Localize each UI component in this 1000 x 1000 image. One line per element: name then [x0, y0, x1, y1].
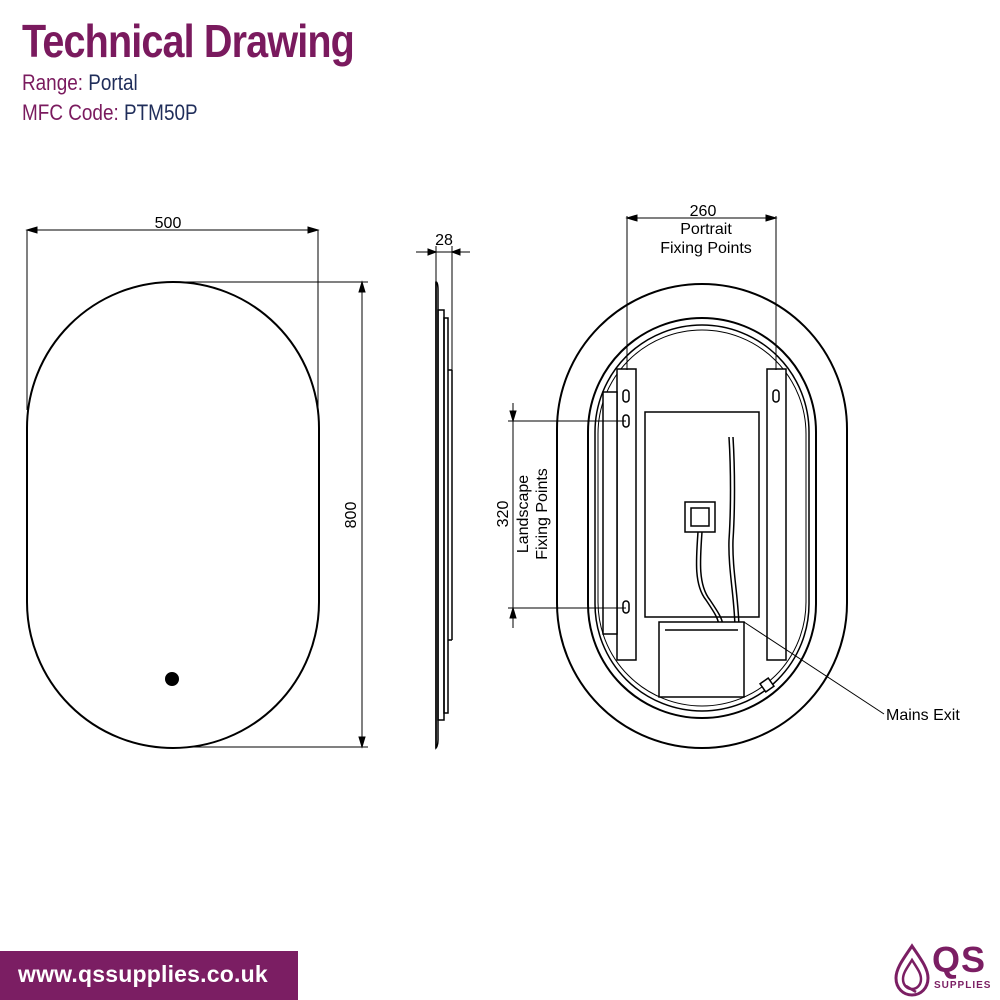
footer-banner: www.qssupplies.co.uk	[0, 951, 298, 1000]
landscape-spacing-value: 320	[495, 501, 512, 528]
front-width-value: 500	[155, 215, 182, 232]
droplet-icon	[894, 943, 930, 997]
rear-frame-lip	[597, 329, 807, 707]
mains-exit-grommet	[758, 676, 776, 694]
cables	[695, 436, 740, 631]
portrait-fixing-rail-right	[766, 368, 787, 661]
portrait-dimension	[625, 214, 778, 370]
side-view	[435, 281, 453, 750]
page-title: Technical Drawing	[22, 15, 355, 67]
landscape-dimension	[508, 403, 626, 628]
mfc-code-value: PTM50P	[124, 100, 198, 125]
logo-text: QS	[932, 939, 987, 980]
range-label: Range:	[22, 70, 84, 95]
mfc-code-info: MFC Code: PTM50P	[22, 100, 198, 126]
portrait-fixing-label-2: Fixing Points	[660, 240, 752, 257]
mains-exit-leader	[743, 621, 885, 715]
portrait-fixing-rail-left	[616, 368, 637, 661]
junction-box	[684, 501, 716, 533]
website-link[interactable]: www.qssupplies.co.uk	[18, 961, 268, 987]
portrait-fixing-label-1: Portrait	[680, 221, 732, 238]
rear-frame-outer	[587, 317, 817, 719]
front-mirror-outline	[26, 281, 320, 749]
portrait-spacing-value: 260	[690, 203, 717, 220]
mfc-code-label: MFC Code:	[22, 100, 119, 125]
side-depth-dimension	[416, 246, 470, 372]
led-driver	[658, 621, 745, 698]
side-depth-value: 28	[435, 232, 453, 249]
rear-view	[556, 283, 848, 749]
rear-outer-outline	[556, 283, 848, 749]
touch-sensor-icon	[165, 672, 179, 686]
mains-exit-label: Mains Exit	[886, 707, 960, 724]
range-value: Portal	[88, 70, 138, 95]
front-width-dimension	[25, 226, 320, 410]
front-height-value: 800	[343, 502, 360, 529]
front-view	[26, 281, 320, 749]
landscape-fixing-label-1: Landscape	[515, 475, 532, 553]
logo-subtext: SUPPLIES	[934, 980, 992, 991]
rear-frame-inner	[594, 324, 810, 712]
landscape-fixing-label-2: Fixing Points	[534, 468, 551, 560]
front-height-dimension	[185, 280, 368, 749]
range-info: Range: Portal	[22, 70, 138, 96]
qs-supplies-logo: QS SUPPLIES	[890, 942, 998, 998]
